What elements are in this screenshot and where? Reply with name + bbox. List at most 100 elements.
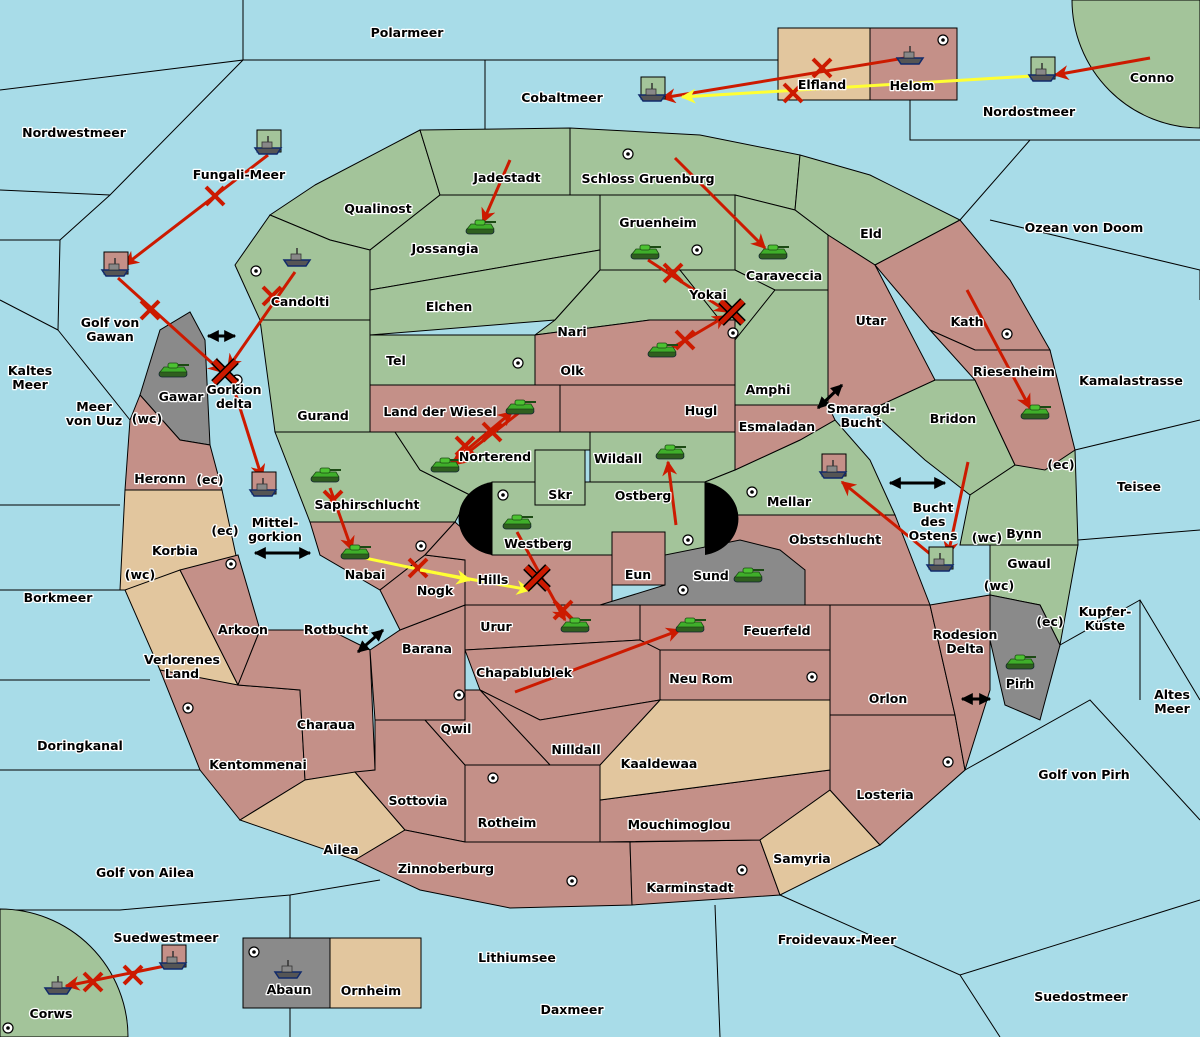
label-candolti: Candolti	[271, 294, 330, 309]
impassable-west	[458, 482, 492, 555]
label-line: Kentommenai	[209, 757, 307, 772]
tank-icon[interactable]	[1005, 654, 1036, 670]
label-charaua: Charaua	[297, 717, 355, 732]
province-utar[interactable]	[827, 234, 936, 411]
sea-border	[964, 699, 1200, 821]
label-line: Kaltes	[8, 363, 52, 378]
label-line: Rodesion	[933, 627, 998, 642]
label-line: Hugl	[685, 403, 718, 418]
province-gruenheim[interactable]	[599, 194, 736, 271]
label-line: Ozean von Doom	[1025, 220, 1144, 235]
label-samyria: Samyria	[773, 851, 831, 866]
order-move-arrow	[662, 460, 678, 526]
sea-border	[1077, 529, 1200, 541]
label-line: Corws	[30, 1006, 73, 1021]
label-gruenheim: Gruenheim	[619, 215, 696, 230]
province-esmaladan[interactable]	[734, 404, 836, 471]
failed-order-x-icon	[122, 964, 144, 986]
label-nogk: Nogk	[417, 583, 454, 598]
province-riesenheim[interactable]	[929, 329, 1076, 471]
label-urur: Urur	[480, 619, 512, 634]
label-line: Suedostmeer	[1034, 989, 1128, 1004]
tank-icon[interactable]	[430, 457, 461, 473]
province-conno[interactable]	[1071, 0, 1200, 129]
failed-order-x-icon	[322, 489, 344, 511]
label-line: von Uuz	[66, 413, 122, 428]
tank-icon[interactable]	[158, 362, 189, 378]
province-rotheim[interactable]	[464, 764, 601, 843]
label-heronn: Heronn	[134, 471, 186, 486]
ship-icon[interactable]	[895, 46, 925, 65]
label-line: Kamalastrasse	[1079, 373, 1183, 388]
label-line: Abaun	[267, 982, 312, 997]
label-line: delta	[216, 396, 252, 411]
province-charaua[interactable]	[237, 629, 376, 781]
label-eld: Eld	[860, 226, 882, 241]
province-barana[interactable]	[369, 604, 466, 721]
tank-icon[interactable]	[505, 399, 536, 415]
ship-icon[interactable]	[818, 453, 848, 479]
supply-center-icon	[937, 34, 949, 46]
label-line: Neu Rom	[669, 671, 732, 686]
label-line: Skr	[548, 487, 572, 502]
tank-icon[interactable]	[675, 617, 706, 633]
province-karminstadt[interactable]	[629, 839, 781, 906]
ship-icon[interactable]	[637, 76, 667, 102]
tank-icon[interactable]	[630, 244, 661, 260]
label-nilldall: Nilldall	[551, 742, 600, 757]
dislodged-x-icon	[718, 298, 746, 326]
province-rodesion-delta[interactable]	[929, 594, 991, 771]
province-sund[interactable]	[599, 539, 806, 606]
tank-icon[interactable]	[310, 467, 341, 483]
ship-icon[interactable]	[248, 471, 278, 497]
label-line: Cobaltmeer	[521, 90, 603, 105]
label-line: Ailea	[323, 842, 358, 857]
ship-icon[interactable]	[273, 960, 303, 979]
tank-icon[interactable]	[502, 514, 533, 530]
label-line: Schloss Gruenburg	[581, 171, 714, 186]
ship-icon[interactable]	[158, 944, 188, 970]
tank-icon[interactable]	[733, 567, 764, 583]
ship-icon[interactable]	[43, 976, 73, 995]
label-line: Ostberg	[615, 488, 672, 503]
label-ornheim: Ornheim	[341, 983, 401, 998]
ship-icon[interactable]	[100, 251, 130, 277]
supply-center-icon	[487, 772, 499, 784]
tank-icon[interactable]	[655, 444, 686, 460]
ship-icon[interactable]	[1027, 56, 1057, 82]
ship-icon[interactable]	[282, 248, 312, 267]
tank-icon[interactable]	[1020, 404, 1051, 420]
label-line: Zinnoberburg	[398, 861, 494, 876]
tank-icon[interactable]	[560, 617, 591, 633]
province-corws[interactable]	[0, 908, 129, 1037]
label-line: Obstschlucht	[789, 532, 881, 547]
tank-icon[interactable]	[758, 244, 789, 260]
tank-icon[interactable]	[647, 342, 678, 358]
tank-icon[interactable]	[340, 544, 371, 560]
label-golf-von-pirh: Golf von Pirh	[1038, 767, 1129, 782]
label-line: Nordostmeer	[983, 104, 1076, 119]
label-line: Kaaldewaa	[621, 756, 698, 771]
label-line: Sund	[693, 568, 729, 583]
label-lithiumsee: Lithiumsee	[478, 950, 556, 965]
province-ornheim[interactable]	[329, 937, 422, 1009]
label-line: Bucht	[841, 415, 882, 430]
label-eun: Eun	[625, 567, 651, 582]
province-skr[interactable]	[534, 449, 586, 506]
label-line: Korbia	[152, 543, 198, 558]
ship-icon[interactable]	[925, 546, 955, 572]
label-westberg: Westberg	[504, 536, 572, 551]
failed-order-x-icon	[811, 57, 833, 79]
label-line: Rotheim	[478, 815, 537, 830]
label-line: Olk	[560, 363, 584, 378]
tank-icon[interactable]	[465, 219, 496, 235]
ship-icon[interactable]	[253, 129, 283, 155]
supply-center-icon	[182, 702, 194, 714]
label-polarmeer: Polarmeer	[371, 25, 445, 40]
label-line: Daxmeer	[540, 1002, 604, 1017]
label-line: Tel	[386, 353, 406, 368]
order-move-arrow	[965, 289, 1032, 410]
